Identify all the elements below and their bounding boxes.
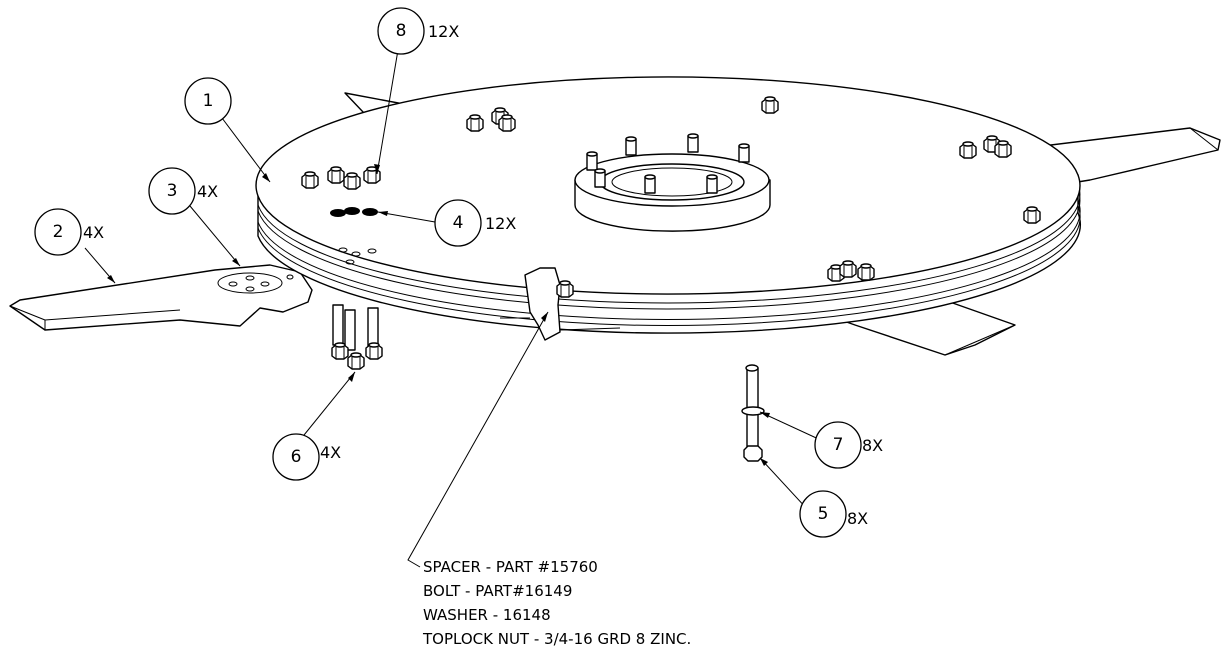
note-line-toplock-nut: TOPLOCK NUT - 3/4-16 GRD 8 ZINC.	[422, 630, 691, 648]
svg-text:8X: 8X	[862, 436, 883, 455]
leader-lines	[84, 49, 826, 568]
svg-text:4: 4	[453, 213, 464, 233]
balloon-2: 2 4X	[34, 208, 104, 256]
note-line-bolt: BOLT - PART#16149	[423, 582, 572, 600]
svg-text:5: 5	[818, 504, 829, 524]
balloon-5: 5 8X	[799, 490, 868, 538]
balloon-4: 4 12X	[434, 199, 516, 247]
bolts-item-6	[331, 304, 383, 370]
svg-text:3: 3	[167, 181, 178, 201]
washers-item-4	[330, 207, 378, 217]
balloon-6: 6 4X	[272, 433, 341, 481]
svg-text:7: 7	[833, 435, 844, 455]
svg-text:4X: 4X	[83, 223, 104, 242]
balloon-1: 1	[184, 77, 232, 125]
note-line-spacer: SPACER - PART #15760	[423, 558, 598, 576]
svg-text:1: 1	[203, 91, 214, 111]
svg-text:12X: 12X	[485, 214, 516, 233]
svg-text:4X: 4X	[320, 443, 341, 462]
disc-notch	[500, 267, 621, 341]
note-line-washer: WASHER - 16148	[423, 606, 551, 624]
blade-left	[9, 264, 313, 331]
svg-text:8X: 8X	[847, 509, 868, 528]
parts-note: SPACER - PART #15760 BOLT - PART#16149 W…	[422, 558, 691, 648]
svg-text:12X: 12X	[428, 22, 459, 41]
svg-text:4X: 4X	[197, 182, 218, 201]
svg-text:6: 6	[291, 447, 302, 467]
center-hub	[574, 153, 771, 232]
loose-bolt-item-5	[741, 364, 765, 462]
disc-holes	[338, 247, 377, 265]
balloon-8: 8 12X	[377, 7, 459, 55]
balloon-7: 7 8X	[814, 421, 883, 469]
svg-text:2: 2	[53, 222, 64, 242]
balloon-3: 3 4X	[148, 167, 218, 215]
svg-text:8: 8	[396, 21, 407, 41]
